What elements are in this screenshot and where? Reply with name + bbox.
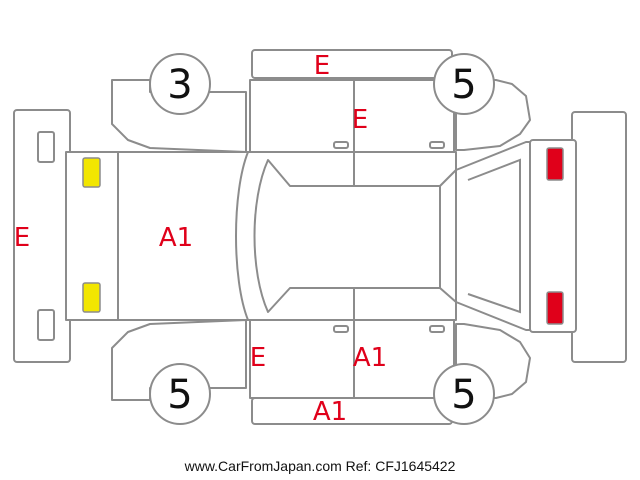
door-handle-4 [429,325,445,333]
c-pillar-bottom [439,287,457,303]
tire-rating-front-right: 5 [167,372,192,418]
damage-code-rear-door-bottom: A1 [353,343,387,373]
tire-rating-rear-left: 5 [451,62,476,108]
headlight-left-marker [82,157,101,188]
tire-rear-right: 5 [433,363,495,425]
damage-code-roof-rail-bottom: A1 [313,397,347,427]
front-bumper-slot-top [37,131,55,163]
cabin [235,151,457,321]
damage-code-roof-rail-top: E [314,51,330,81]
door-handle-2 [429,141,445,149]
c-pillar-top [439,169,457,187]
tire-front-left: 3 [149,53,211,115]
tire-rating-front-left: 3 [167,62,192,108]
rear-bumper [571,111,627,363]
tire-front-right: 5 [149,363,211,425]
damage-code-hood: A1 [159,223,193,253]
front-bumper-slot-bottom [37,309,55,341]
roof-rail-top [251,49,453,79]
door-handle-1 [333,141,349,149]
headlight-right-marker [82,282,101,313]
damage-code-rear-door-top: E [352,105,368,135]
taillight-left-marker [546,147,564,181]
hood-panel [117,151,249,321]
damage-code-front-door-bottom: E [250,343,266,373]
roof-panel [253,159,441,313]
roof-rail-bottom [251,397,453,425]
tire-rear-left: 5 [433,53,495,115]
taillight-right-marker [546,291,564,325]
damage-code-front-bumper: E [14,223,30,253]
rear-glass-inner [467,158,521,314]
door-handle-3 [333,325,349,333]
tailgate [529,139,577,333]
footer-reference: www.CarFromJapan.com Ref: CFJ1645422 [184,458,456,474]
rear-deck [455,139,577,333]
tire-rating-rear-right: 5 [451,372,476,418]
